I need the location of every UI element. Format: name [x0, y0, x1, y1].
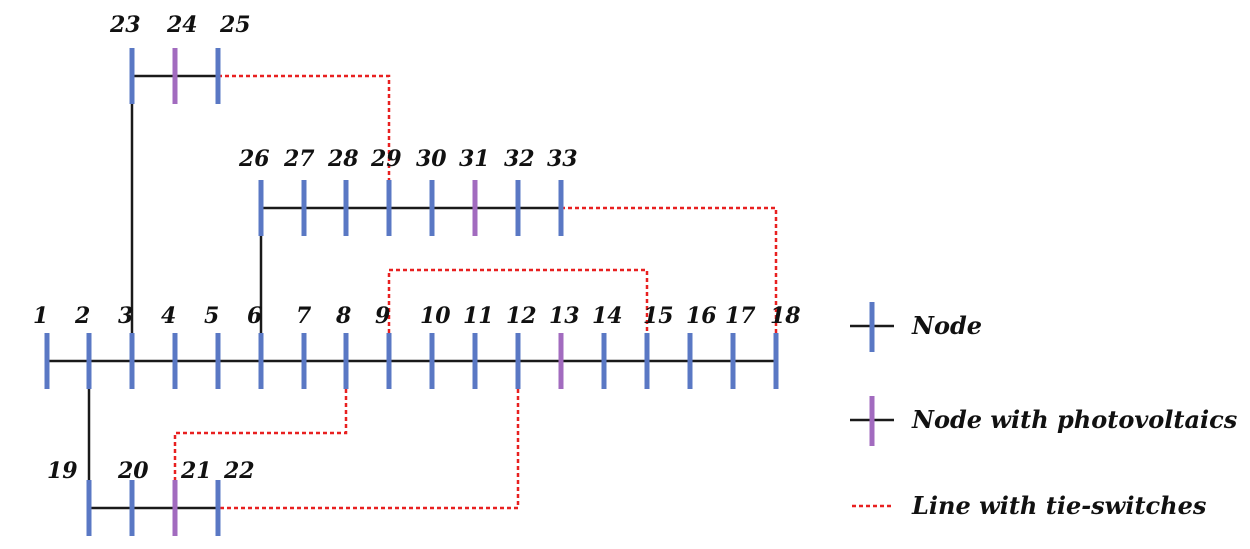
node-label-31: 31 [459, 146, 490, 172]
node-label-17: 17 [725, 303, 756, 329]
node-label-13: 13 [549, 303, 580, 329]
tie-switch-line-33-18 [561, 206, 778, 361]
tie-switch-line-9-15 [387, 268, 649, 361]
node-label-5: 5 [204, 303, 219, 329]
node-label-20: 20 [117, 458, 149, 484]
node-label-2: 2 [74, 303, 90, 329]
node-label-11: 11 [463, 303, 494, 329]
tie-switch-line-25-29 [218, 74, 391, 208]
node-markers [44, 48, 779, 536]
tie-switch-line-8-21 [173, 361, 348, 508]
node-label-15: 15 [643, 303, 674, 329]
node-label-3: 3 [118, 303, 133, 329]
node-label-1: 1 [33, 303, 48, 329]
node-label-6: 6 [247, 303, 262, 329]
tie-switch-line-12-22 [218, 361, 520, 510]
node-label-23: 23 [109, 12, 141, 38]
node-label-16: 16 [686, 303, 717, 329]
node-label-4: 4 [161, 303, 176, 329]
node-label-18: 18 [770, 303, 801, 329]
node-label-32: 32 [504, 146, 535, 172]
branch-lines [47, 74, 776, 510]
legend-node-label: Node [911, 311, 982, 340]
node-label-24: 24 [166, 12, 198, 38]
node-label-14: 14 [592, 303, 623, 329]
node-label-27: 27 [283, 146, 315, 172]
legend-item-pv-node: Node with photovoltaics [850, 396, 1238, 446]
node-label-8: 8 [335, 303, 351, 329]
node-label-33: 33 [547, 146, 578, 172]
node-label-7: 7 [296, 303, 312, 329]
legend-item-tie-line: Line with tie-switches [852, 491, 1207, 520]
node-label-10: 10 [420, 303, 451, 329]
legend-pv-node-label: Node with photovoltaics [911, 405, 1238, 434]
node-label-22: 22 [223, 458, 255, 484]
node-label-25: 25 [219, 12, 251, 38]
node-label-28: 28 [327, 146, 359, 172]
legend: Node Node with photovoltaics Line with t… [850, 302, 1238, 520]
node-label-21: 21 [180, 458, 212, 484]
node-label-12: 12 [506, 303, 537, 329]
tie-switch-lines [173, 74, 778, 510]
node-label-29: 29 [370, 146, 402, 172]
node-label-26: 26 [238, 146, 270, 172]
legend-item-node: Node [850, 302, 982, 352]
node-label-9: 9 [375, 303, 390, 329]
node-label-19: 19 [47, 458, 78, 484]
legend-tie-line-label: Line with tie-switches [911, 491, 1207, 520]
node-label-30: 30 [416, 146, 447, 172]
